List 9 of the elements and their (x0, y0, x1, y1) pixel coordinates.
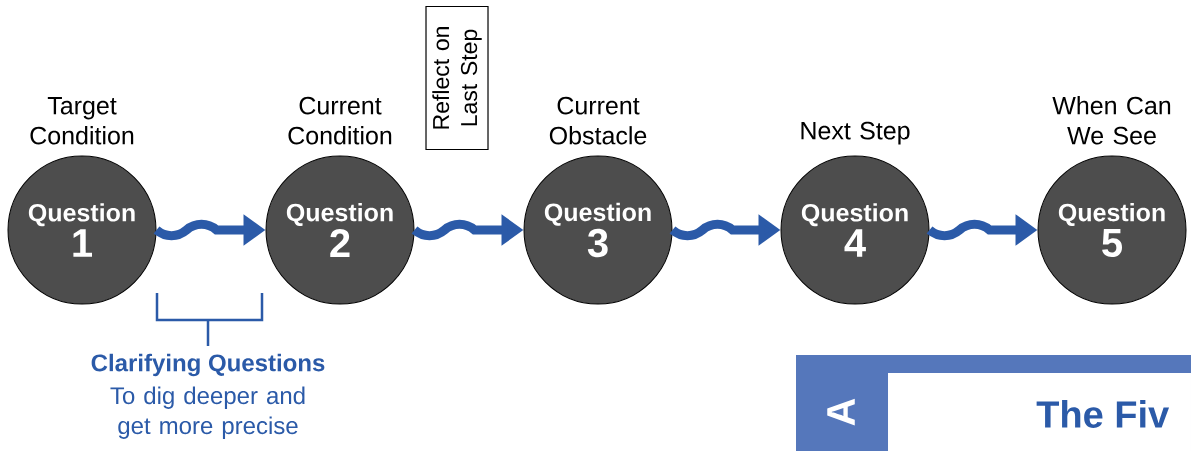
step-heading: Target Condition (30, 97, 134, 145)
bracket-caption: Clarifying Questions (91, 353, 325, 377)
step-heading: Current Obstacle (549, 96, 647, 145)
step-heading: Next Step (801, 121, 910, 145)
step-heading: Current Condition (288, 96, 392, 145)
title-box: The Fiv (888, 373, 1191, 451)
step-heading: When Can We See (1052, 96, 1171, 145)
bracket-note: To dig deeper and get more precise (110, 386, 305, 439)
reflect-box: Reflect on Last Step (425, 5, 489, 151)
